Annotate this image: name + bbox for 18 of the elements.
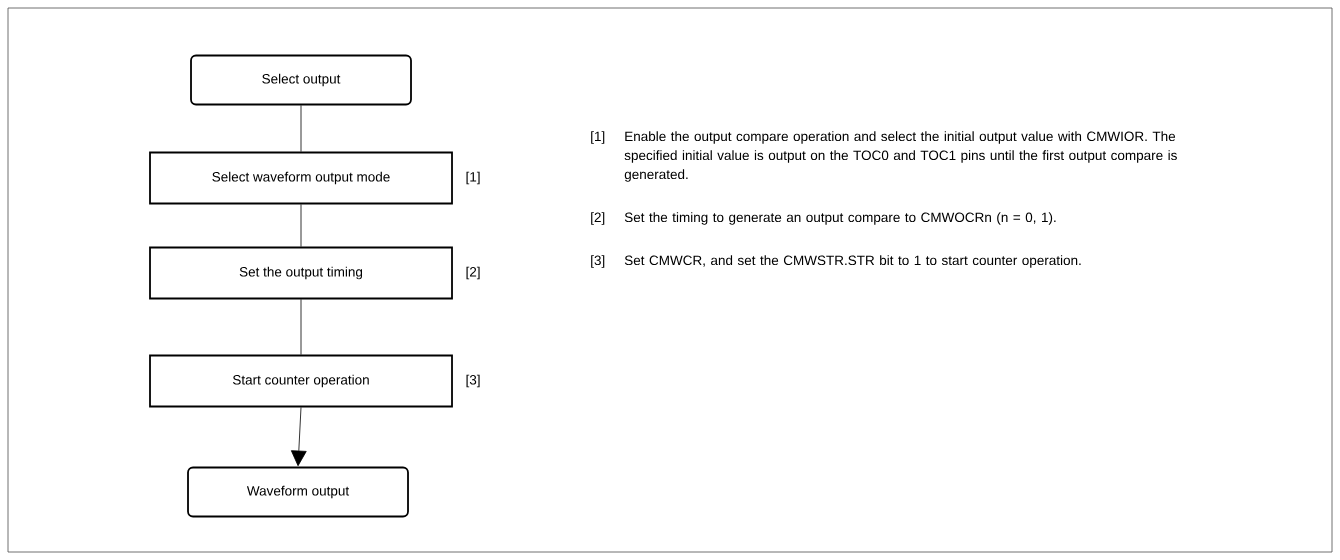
process-box: Start counter operation (149, 354, 453, 408)
step-number: [3] (466, 374, 480, 388)
arrow (290, 407, 307, 467)
step-number: [1] (466, 171, 480, 185)
connector-line (300, 299, 302, 355)
note-text: Enable the output compare operation and select the initial output value with CMWIOR. The specified initial value is output on the TOC0 and TOC1 pins until the first output compare is generated. (624, 131, 1177, 182)
process-box: Select waveform output mode (149, 151, 453, 205)
note-text: Set CMWCR, and set the CMWSTR.STR bit to 1 to start counter operation. (624, 255, 1081, 268)
step-number: [3] (591, 255, 605, 268)
terminal-box: Select output (190, 54, 412, 106)
connector-line (300, 105, 302, 152)
step-number: [1] (591, 131, 605, 144)
note-text: Set the timing to generate an output compare to CMWOCRn (n = 0, 1). (624, 212, 1056, 225)
terminal-box: Waveform output (187, 466, 409, 518)
connector-line (300, 204, 302, 247)
step-number: [2] (591, 212, 605, 225)
step-number: [2] (466, 266, 480, 280)
process-box: Set the output timing (149, 246, 453, 300)
